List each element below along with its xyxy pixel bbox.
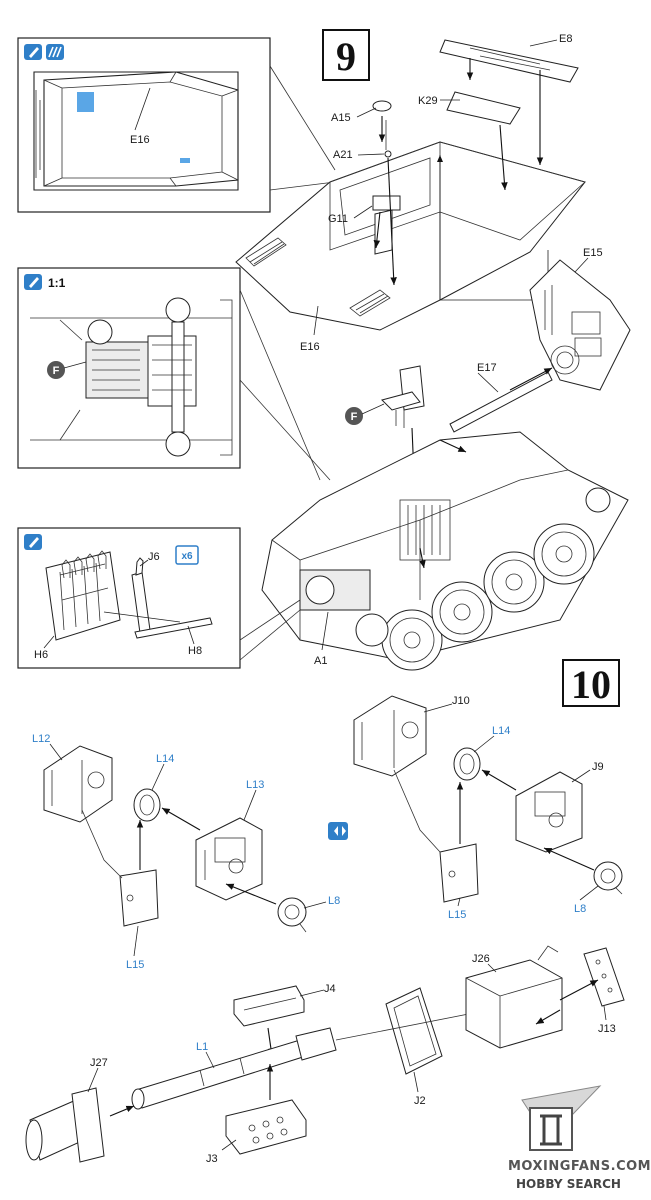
label-j2: J2 [414, 1095, 426, 1107]
label-e17: E17 [477, 362, 497, 374]
callout-hull-interior: E16 [17, 37, 336, 213]
label-e16-interior: E16 [130, 134, 150, 146]
highlight-panel [77, 92, 94, 112]
label-l15-left: L15 [126, 959, 144, 971]
svg-text:x6: x6 [181, 551, 193, 562]
label-j27: J27 [90, 1057, 108, 1069]
watermark-logo [521, 1085, 602, 1151]
watermark-site: MOXINGFANS.COM [508, 1159, 651, 1174]
step-10-number: 10 [571, 662, 611, 707]
gun-barrel-assembly: J4 L1 J27 J3 J2 [25, 945, 625, 1165]
svg-text:F: F [351, 411, 358, 423]
step-9-number-box [322, 29, 370, 81]
upper-hull-assembly: E8 K29 A15 A21 G11 E16 [235, 33, 586, 353]
label-l15-right: L15 [448, 909, 466, 921]
label-l1: L1 [196, 1041, 208, 1053]
label-h6: H6 [34, 649, 48, 661]
label-j10: J10 [452, 695, 470, 707]
label-h8: H8 [188, 645, 202, 657]
step-9-number: 9 [336, 34, 356, 79]
label-k29: K29 [418, 95, 438, 107]
watermark: MOXINGFANS.COM HOBBY SEARCH [508, 1085, 651, 1191]
mantlet-left-assembly: L12 L14 L13 L8 L15 [32, 733, 340, 971]
label-j4: J4 [324, 983, 336, 995]
label-g11: G11 [328, 213, 348, 225]
label-l8-left: L8 [328, 895, 340, 907]
mantlet-right-assembly: J10 L14 J9 L8 L15 [353, 695, 623, 921]
label-j3: J3 [206, 1153, 218, 1165]
label-e15: E15 [583, 247, 603, 259]
label-j6: J6 [148, 551, 160, 563]
label-e16: E16 [300, 341, 320, 353]
label-e8: E8 [559, 33, 572, 45]
label-l8-right: L8 [574, 903, 586, 915]
watermark-shop: HOBBY SEARCH [516, 1177, 621, 1191]
label-j26: J26 [472, 953, 490, 965]
callout-ammo-rack: J6 x6 H6 H8 [17, 527, 301, 669]
label-j13: J13 [598, 1023, 616, 1035]
label-l13: L13 [246, 779, 264, 791]
step-10-number-box [562, 659, 620, 707]
label-a15: A15 [331, 112, 351, 124]
callout-engine-detail: 1:1 F [17, 267, 331, 481]
symmetry-icon [328, 822, 348, 840]
mirror-parts-icon: x6 [175, 545, 199, 565]
paint-icon [24, 534, 42, 550]
lower-hull-assembly: E15 E17 F [261, 247, 631, 671]
label-l12: L12 [32, 733, 50, 745]
label-a1: A1 [314, 655, 327, 667]
label-j9: J9 [592, 761, 604, 773]
scale-label: 1:1 [48, 276, 66, 290]
label-a21: A21 [333, 149, 353, 161]
cement-icon [46, 44, 64, 60]
road-wheels [355, 487, 611, 671]
part-f-marker: F [47, 361, 65, 379]
paint-icon [24, 274, 42, 290]
step-9: 9 [322, 29, 370, 81]
paint-icon [24, 44, 42, 60]
svg-text:F: F [53, 365, 60, 377]
label-l14-left: L14 [156, 753, 174, 765]
step-10: 10 [562, 659, 620, 707]
label-l14-right: L14 [492, 725, 510, 737]
part-f-marker: F [345, 407, 363, 425]
